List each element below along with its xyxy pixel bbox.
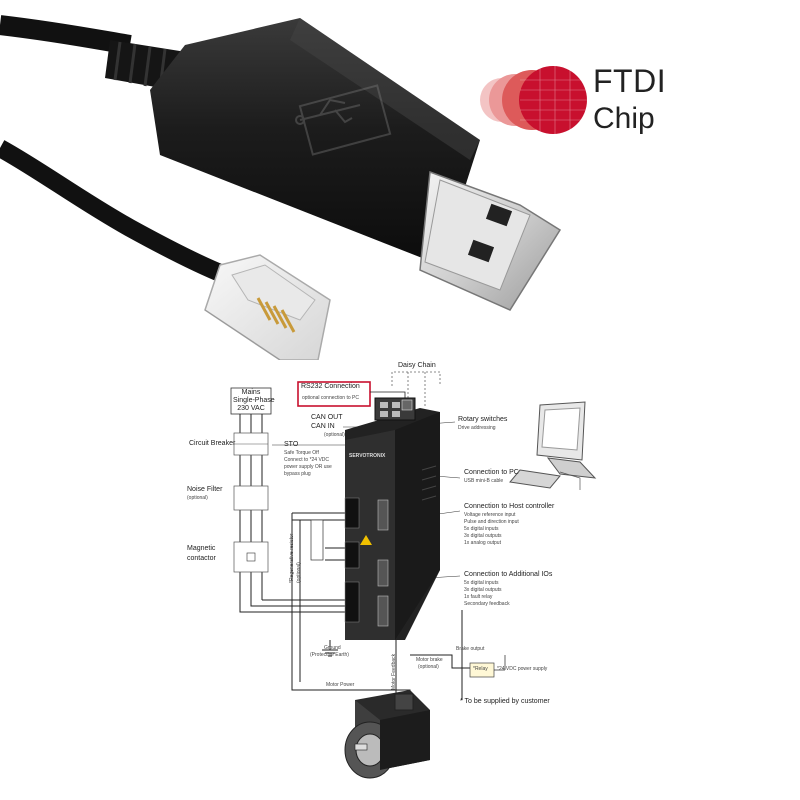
mains-line1: Mains (241, 389, 261, 396)
host-l4: 3x digital outputs (464, 533, 502, 539)
rs232-title: RS232 Connection (301, 383, 360, 390)
host-l3: 5x digital inputs (464, 526, 499, 532)
sto-l1: Safe Torque Off (284, 450, 319, 456)
sto-title: STO (284, 441, 299, 448)
magnetic-l2: contactor (187, 555, 216, 562)
can-optional-label: (optional) (324, 432, 345, 438)
host-title: Connection to Host controller (464, 503, 555, 510)
addl-l2: 3x digital outputs (464, 587, 502, 593)
motor-brake-l2: (optional) (418, 664, 439, 670)
motor-brake-l1: Motor brake (416, 657, 443, 663)
addl-title: Connection to Additional IOs (464, 571, 553, 578)
power-24-label: *24 VDC power supply (497, 666, 548, 672)
mains-label: Mains Single-Phase 230 VAC (233, 389, 275, 413)
drive-wiring (239, 512, 470, 715)
can-in-label: CAN IN (311, 423, 335, 430)
servo-motor (344, 690, 430, 779)
rotary-title: Rotary switches (458, 416, 508, 423)
power-lines (239, 414, 263, 600)
pc-conn-sub: USB mini-B cable (464, 478, 504, 484)
circuit-breaker-label: Circuit Breaker (189, 440, 236, 447)
sto-l3: power supply OR use (284, 464, 332, 470)
brand-name: FTDI (593, 63, 667, 99)
brake-output-label: Brake output (456, 646, 485, 652)
addl-l3: 1x fault relay (464, 594, 493, 600)
addl-l1: 5x digital inputs (464, 580, 499, 586)
usb-trident-icon (295, 84, 392, 156)
addl-l4: Secondary feedback (464, 601, 510, 607)
regen-resistor (310, 519, 324, 561)
noise-filter-sub: (optional) (187, 495, 208, 501)
motor-power-label: Motor Power (326, 682, 355, 688)
drive-brand-label: SERVOTRONIX (349, 453, 386, 459)
magnetic-l1: Magnetic (187, 545, 216, 552)
usb-a-plug (419, 170, 562, 311)
ground-l2: (Protective Earth) (310, 652, 349, 658)
daisy-chain-link (391, 371, 441, 386)
mains-line2: Single-Phase (233, 397, 275, 405)
ftdi-logo-mark (480, 66, 590, 134)
host-l2: Pulse and direction input (464, 519, 519, 525)
rotary-sub: Drive addressing (458, 425, 496, 431)
rj-plug (204, 254, 331, 360)
circuit-breaker-box (233, 432, 269, 456)
host-l5: 1x analog output (464, 540, 501, 546)
usb-connector-body (150, 18, 480, 265)
cable-illustration (0, 15, 590, 360)
host-l1: Voltage reference input (464, 512, 516, 518)
regen-l1: *Regenerative resistor (289, 533, 295, 583)
noise-filter-title: Noise Filter (187, 486, 223, 493)
can-out-label: CAN OUT (311, 414, 343, 421)
sto-l4: bypass plug (284, 471, 311, 477)
motor-feedback-label: Motor Feedback (391, 653, 397, 690)
daisy-chain-label: Daisy Chain (398, 362, 436, 369)
magnetic-contactor-box (233, 541, 269, 573)
rs232-sub: optional connection to PC (302, 395, 359, 401)
pc-conn-title: Connection to PC (464, 469, 519, 476)
servo-drive (344, 397, 440, 640)
relay-label: *Relay (473, 666, 488, 672)
ground-l1: Ground (324, 645, 341, 651)
noise-filter-box (233, 485, 269, 511)
customer-note: * To be supplied by customer (460, 698, 550, 705)
mains-line3: 230 VAC (237, 405, 265, 413)
sto-l2: Connect to *24 VDC (284, 457, 330, 463)
regen-l2: (optional) (296, 562, 302, 583)
pc-illustration (509, 401, 597, 490)
brand-sub: Chip (593, 102, 655, 135)
rj-cable (0, 140, 229, 284)
